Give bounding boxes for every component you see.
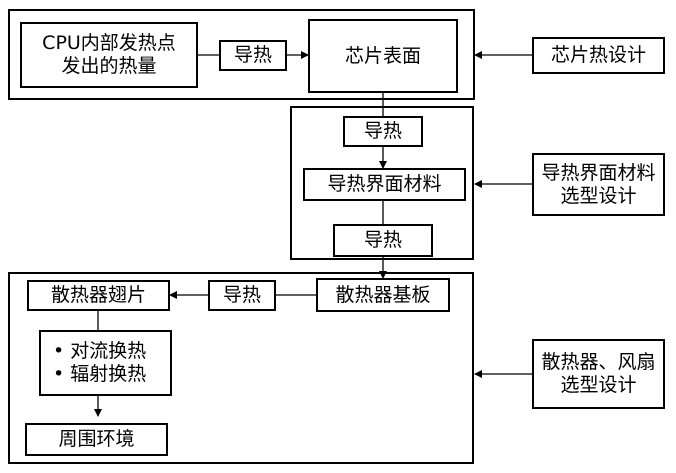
- heatsink-conduction-label: 导热: [222, 284, 261, 307]
- tim-selection-design-box: 导热界面材料 选型设计: [532, 153, 665, 216]
- tim-group-frame: [290, 106, 474, 260]
- heatsink-fins-box: 散热器翅片: [27, 280, 170, 311]
- tim-conduction-top-label: 导热: [363, 120, 402, 143]
- tim-conduction-top-box: 导热: [343, 116, 423, 147]
- tim-selection-design-line: 选型设计: [560, 184, 637, 207]
- ambient-label: 周围环境: [58, 428, 135, 451]
- cpu-heat-source-box: CPU内部发热点 发出的热量: [20, 22, 198, 88]
- chip-surface-label: 芯片表面: [344, 44, 421, 67]
- heat-transfer-mode-item: 对流换热: [53, 340, 146, 363]
- ambient-box: 周围环境: [25, 423, 168, 456]
- tim-material-box: 导热界面材料: [303, 168, 466, 201]
- cpu-heat-source-line: 发出的热量: [61, 55, 157, 77]
- chip-surface-box: 芯片表面: [308, 19, 458, 93]
- chip-thermal-design-label: 芯片热设计: [550, 44, 646, 67]
- cpu-heat-source-line: CPU内部发热点: [42, 32, 176, 55]
- heatsink-fan-design-line: 散热器、风扇: [541, 351, 656, 374]
- heatsink-fan-design-line: 选型设计: [560, 374, 637, 396]
- heatsink-group-frame: [8, 272, 474, 464]
- tim-conduction-bottom-label: 导热: [363, 229, 402, 252]
- heatsink-base-label: 散热器基板: [335, 283, 431, 306]
- chip-conduction-label: 导热: [233, 44, 272, 67]
- heatsink-fins-label: 散热器翅片: [50, 284, 146, 307]
- heatsink-base-box: 散热器基板: [316, 278, 450, 312]
- tim-material-label: 导热界面材料: [327, 173, 442, 196]
- heat-transfer-mode-item: 辐射换热: [53, 363, 146, 386]
- tim-selection-design-line: 导热界面材料: [541, 161, 656, 184]
- heatsink-conduction-box: 导热: [208, 280, 276, 311]
- heat-transfer-modes-box: 对流换热 辐射换热: [39, 330, 172, 396]
- tim-conduction-bottom-box: 导热: [333, 224, 433, 257]
- chip-conduction-box: 导热: [219, 40, 287, 71]
- heatsink-fan-design-box: 散热器、风扇 选型设计: [532, 339, 665, 409]
- chip-thermal-design-box: 芯片热设计: [532, 37, 665, 74]
